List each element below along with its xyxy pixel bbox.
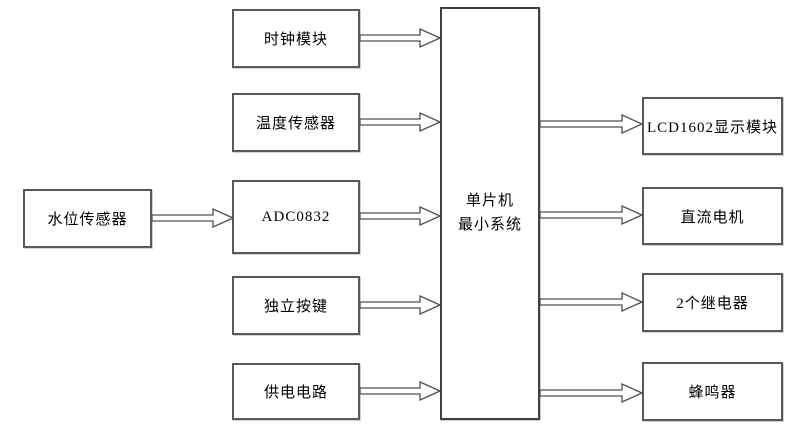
node-label: 供电电路 — [263, 385, 328, 401]
node-label: 独立按键 — [263, 299, 328, 315]
arrow-adc0832-to-mcu-icon — [360, 206, 440, 226]
node-buzzer: 蜂鸣器 — [642, 362, 783, 421]
node-mcu-minimal-system: 单片机 最小系统 — [440, 7, 540, 420]
node-adc0832: ADC0832 — [232, 180, 360, 254]
node-lcd1602-display: LCD1602显示模块 — [642, 97, 783, 155]
node-label: 直流电机 — [680, 209, 745, 226]
arrow-mcu-to-buzzer-icon — [540, 383, 642, 403]
arrow-mcu-to-lcd-icon — [540, 114, 642, 134]
node-temperature-sensor: 温度传感器 — [232, 93, 360, 152]
node-label: 水位传感器 — [47, 212, 128, 228]
node-label: 时钟模块 — [263, 32, 328, 48]
arrow-mcu-to-relays-icon — [540, 292, 642, 312]
node-label: 蜂鸣器 — [688, 385, 737, 401]
node-label: LCD1602显示模块 — [646, 119, 778, 136]
node-label-line1: 单片机 — [465, 193, 514, 210]
node-label-line2: 最小系统 — [457, 216, 522, 233]
node-clock-module: 时钟模块 — [232, 9, 360, 68]
node-label: ADC0832 — [261, 208, 331, 225]
node-two-relays: 2个继电器 — [642, 273, 783, 332]
node-dc-motor: 直流电机 — [642, 187, 783, 245]
node-label: 2个继电器 — [676, 296, 749, 312]
node-water-level-sensor: 水位传感器 — [23, 189, 152, 248]
node-label: 温度传感器 — [255, 116, 336, 132]
arrow-clock-to-mcu-icon — [360, 28, 440, 48]
node-independent-keys: 独立按键 — [232, 276, 360, 335]
arrow-temperature-to-mcu-icon — [360, 112, 440, 132]
arrow-keys-to-mcu-icon — [360, 295, 440, 315]
arrow-mcu-to-dc-motor-icon — [540, 205, 642, 225]
node-power-supply-circuit: 供电电路 — [232, 363, 360, 420]
arrow-water-sensor-to-adc0832-icon — [152, 208, 233, 228]
arrow-power-to-mcu-icon — [360, 381, 440, 401]
